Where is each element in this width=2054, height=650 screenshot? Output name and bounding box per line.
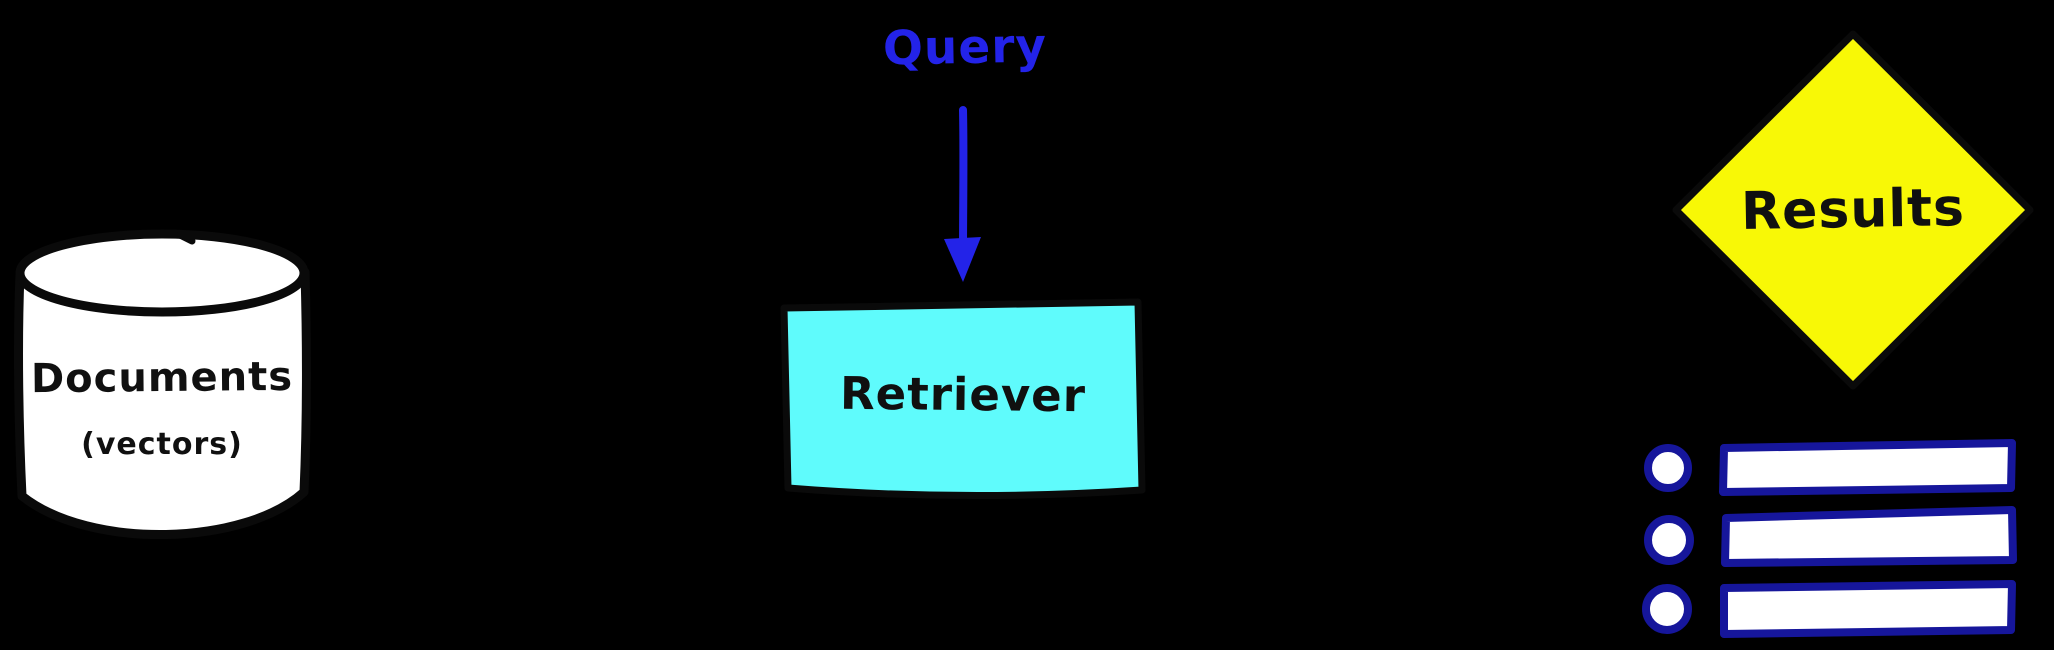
list-bar bbox=[1720, 580, 2016, 638]
retriever-label: Retriever bbox=[839, 366, 1087, 423]
list-bar bbox=[1719, 439, 2016, 496]
cylinder-body bbox=[14, 267, 311, 539]
list-item bbox=[1644, 439, 2016, 496]
list-item bbox=[1644, 506, 2017, 567]
results-list bbox=[1642, 439, 2017, 638]
list-bullet-icon bbox=[1644, 444, 1692, 492]
arrow-head bbox=[944, 237, 981, 282]
query-label: Query bbox=[882, 18, 1048, 77]
results-label: Results bbox=[1740, 178, 1966, 242]
documents-cylinder bbox=[14, 229, 311, 539]
list-bullet-icon bbox=[1642, 584, 1692, 634]
cylinder-sketch-tick bbox=[176, 231, 196, 245]
diamond-shape bbox=[1672, 30, 2034, 390]
query-arrow bbox=[944, 106, 981, 282]
retriever-rect bbox=[780, 298, 1146, 500]
documents-title: Documents bbox=[30, 353, 294, 403]
results-diamond bbox=[1672, 30, 2034, 390]
list-bar bbox=[1721, 506, 2017, 567]
retriever-box bbox=[780, 298, 1146, 500]
cylinder-top-ellipse bbox=[15, 229, 309, 317]
documents-subtitle: (vectors) bbox=[81, 427, 243, 462]
list-bullet-icon bbox=[1644, 515, 1694, 565]
list-item bbox=[1642, 580, 2016, 638]
